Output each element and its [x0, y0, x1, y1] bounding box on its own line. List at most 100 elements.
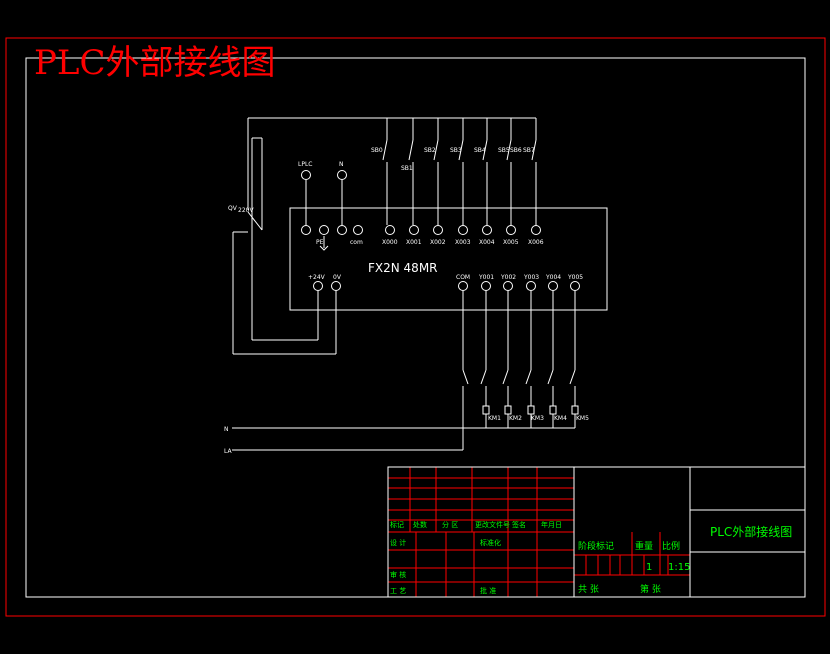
terminal-output: [526, 281, 536, 291]
title-block-right-header: 重量: [635, 540, 653, 552]
title-block-row-label: 审 核: [390, 570, 406, 579]
button-contact: [482, 139, 488, 161]
button-contact: [382, 139, 388, 161]
com-contact: [462, 369, 469, 385]
terminal-output: [481, 281, 491, 291]
coil: [482, 405, 490, 415]
output-contact: [502, 369, 509, 385]
button-contact: [531, 139, 537, 161]
terminal-label-top: X000: [382, 239, 398, 246]
terminal-label-top: com: [350, 239, 363, 246]
inner-frame: [25, 57, 806, 598]
title-block-right-header: 阶段标记: [578, 540, 614, 552]
button-contact: [458, 139, 464, 161]
supply-label-la: LA: [224, 448, 232, 455]
terminal-top: [409, 225, 419, 235]
title-block-header: 更改文件号: [475, 520, 510, 529]
terminal-label-output: Y005: [567, 274, 583, 281]
supply-terminal-l: [301, 170, 311, 180]
drawing-title: PLC外部接线图: [34, 43, 275, 83]
title-block-right-header: 比例: [662, 540, 680, 552]
button-contact: [506, 139, 512, 161]
terminals: [301, 170, 580, 291]
coil: [527, 405, 535, 415]
title-block-header: 处数: [413, 520, 427, 529]
terminal-top: [353, 225, 363, 235]
button-label: SB7: [523, 147, 535, 154]
coil: [549, 405, 557, 415]
supply-terminal-n: [337, 170, 347, 180]
power-switch-contact: [247, 211, 263, 231]
terminal-output: [458, 281, 468, 291]
contactor-label: KM4: [554, 415, 567, 422]
title-block-header: 分 区: [442, 520, 458, 529]
terminal-label-top: X004: [479, 239, 495, 246]
terminal-label-top: X006: [528, 239, 544, 246]
button-label: SB4: [474, 147, 486, 154]
button-label: SB1: [401, 165, 413, 172]
power-label-l: LPLC: [298, 161, 313, 168]
title-block: [388, 467, 690, 597]
coil: [504, 405, 512, 415]
terminal-top: [531, 225, 541, 235]
button-contact: [433, 139, 439, 161]
output-contact: [547, 369, 554, 385]
pe-arrow: [319, 245, 329, 251]
plc-body: [289, 207, 608, 311]
contactor-label: KM2: [509, 415, 522, 422]
wiring: [232, 117, 579, 451]
title-block-header: 标记: [390, 520, 404, 529]
button-label: SB6: [510, 147, 522, 154]
terminal-label-output: Y003: [523, 274, 539, 281]
switch-label: 220V: [238, 207, 254, 214]
outer-frame: [5, 37, 826, 617]
terminal-n: [337, 225, 347, 235]
title-block-drawing-name: PLC外部接线图: [710, 524, 792, 539]
title-block-quantity: 1: [646, 562, 652, 573]
coil: [571, 405, 579, 415]
terminal-label-top: X001: [406, 239, 422, 246]
supply-label-n: N: [224, 426, 229, 433]
contactor-label: KM3: [531, 415, 544, 422]
title-block-outline: [387, 466, 806, 598]
title-block-sheet: 第 张: [640, 583, 661, 595]
button-label: SB2: [424, 147, 436, 154]
button-label: SB3: [450, 147, 462, 154]
title-block-frame: [387, 466, 806, 598]
terminal-label-output: Y001: [478, 274, 494, 281]
title-block-row-label: 设 计: [390, 538, 406, 547]
terminal-label-output: COM: [456, 274, 470, 281]
terminal-label-output: Y004: [545, 274, 561, 281]
terminal-label-output: Y002: [500, 274, 516, 281]
title-block-text: 标记处数分 区更改文件号签名年月日设 计审 核工 艺标准化批 准阶段标记重量比例…: [390, 520, 792, 595]
contactor-label: KM5: [576, 415, 589, 422]
button-label: SB5: [498, 147, 510, 154]
terminal-label-top: PE: [316, 239, 324, 246]
terminal-output: [548, 281, 558, 291]
output-contact: [569, 369, 576, 385]
terminal-0v: [331, 281, 341, 291]
terminal-top: [506, 225, 516, 235]
title-block-scale: 1:15: [668, 562, 690, 573]
title-block-label: 标准化: [480, 538, 501, 547]
terminal-top: [458, 225, 468, 235]
button-contact: [408, 139, 414, 161]
title-block-sheet: 共 张: [578, 584, 599, 595]
button-label: SB0: [371, 147, 383, 154]
power-label-n: N: [339, 161, 344, 168]
terminal-label-24v: +24V: [308, 274, 326, 281]
terminal-top: [482, 225, 492, 235]
terminal-top: [385, 225, 395, 235]
title-block-row-label: 工 艺: [390, 587, 406, 595]
terminal-output: [570, 281, 580, 291]
switch-label: QV: [228, 205, 238, 212]
terminal-label-top: X005: [503, 239, 519, 246]
contactor-label: KM1: [488, 415, 501, 422]
terminal-output: [503, 281, 513, 291]
output-contact: [525, 369, 532, 385]
terminal-label-top: X002: [430, 239, 446, 246]
title-block-header: 年月日: [541, 520, 562, 529]
terminal-label-0v: 0V: [333, 274, 342, 281]
title-block-header: 签名: [512, 520, 526, 529]
